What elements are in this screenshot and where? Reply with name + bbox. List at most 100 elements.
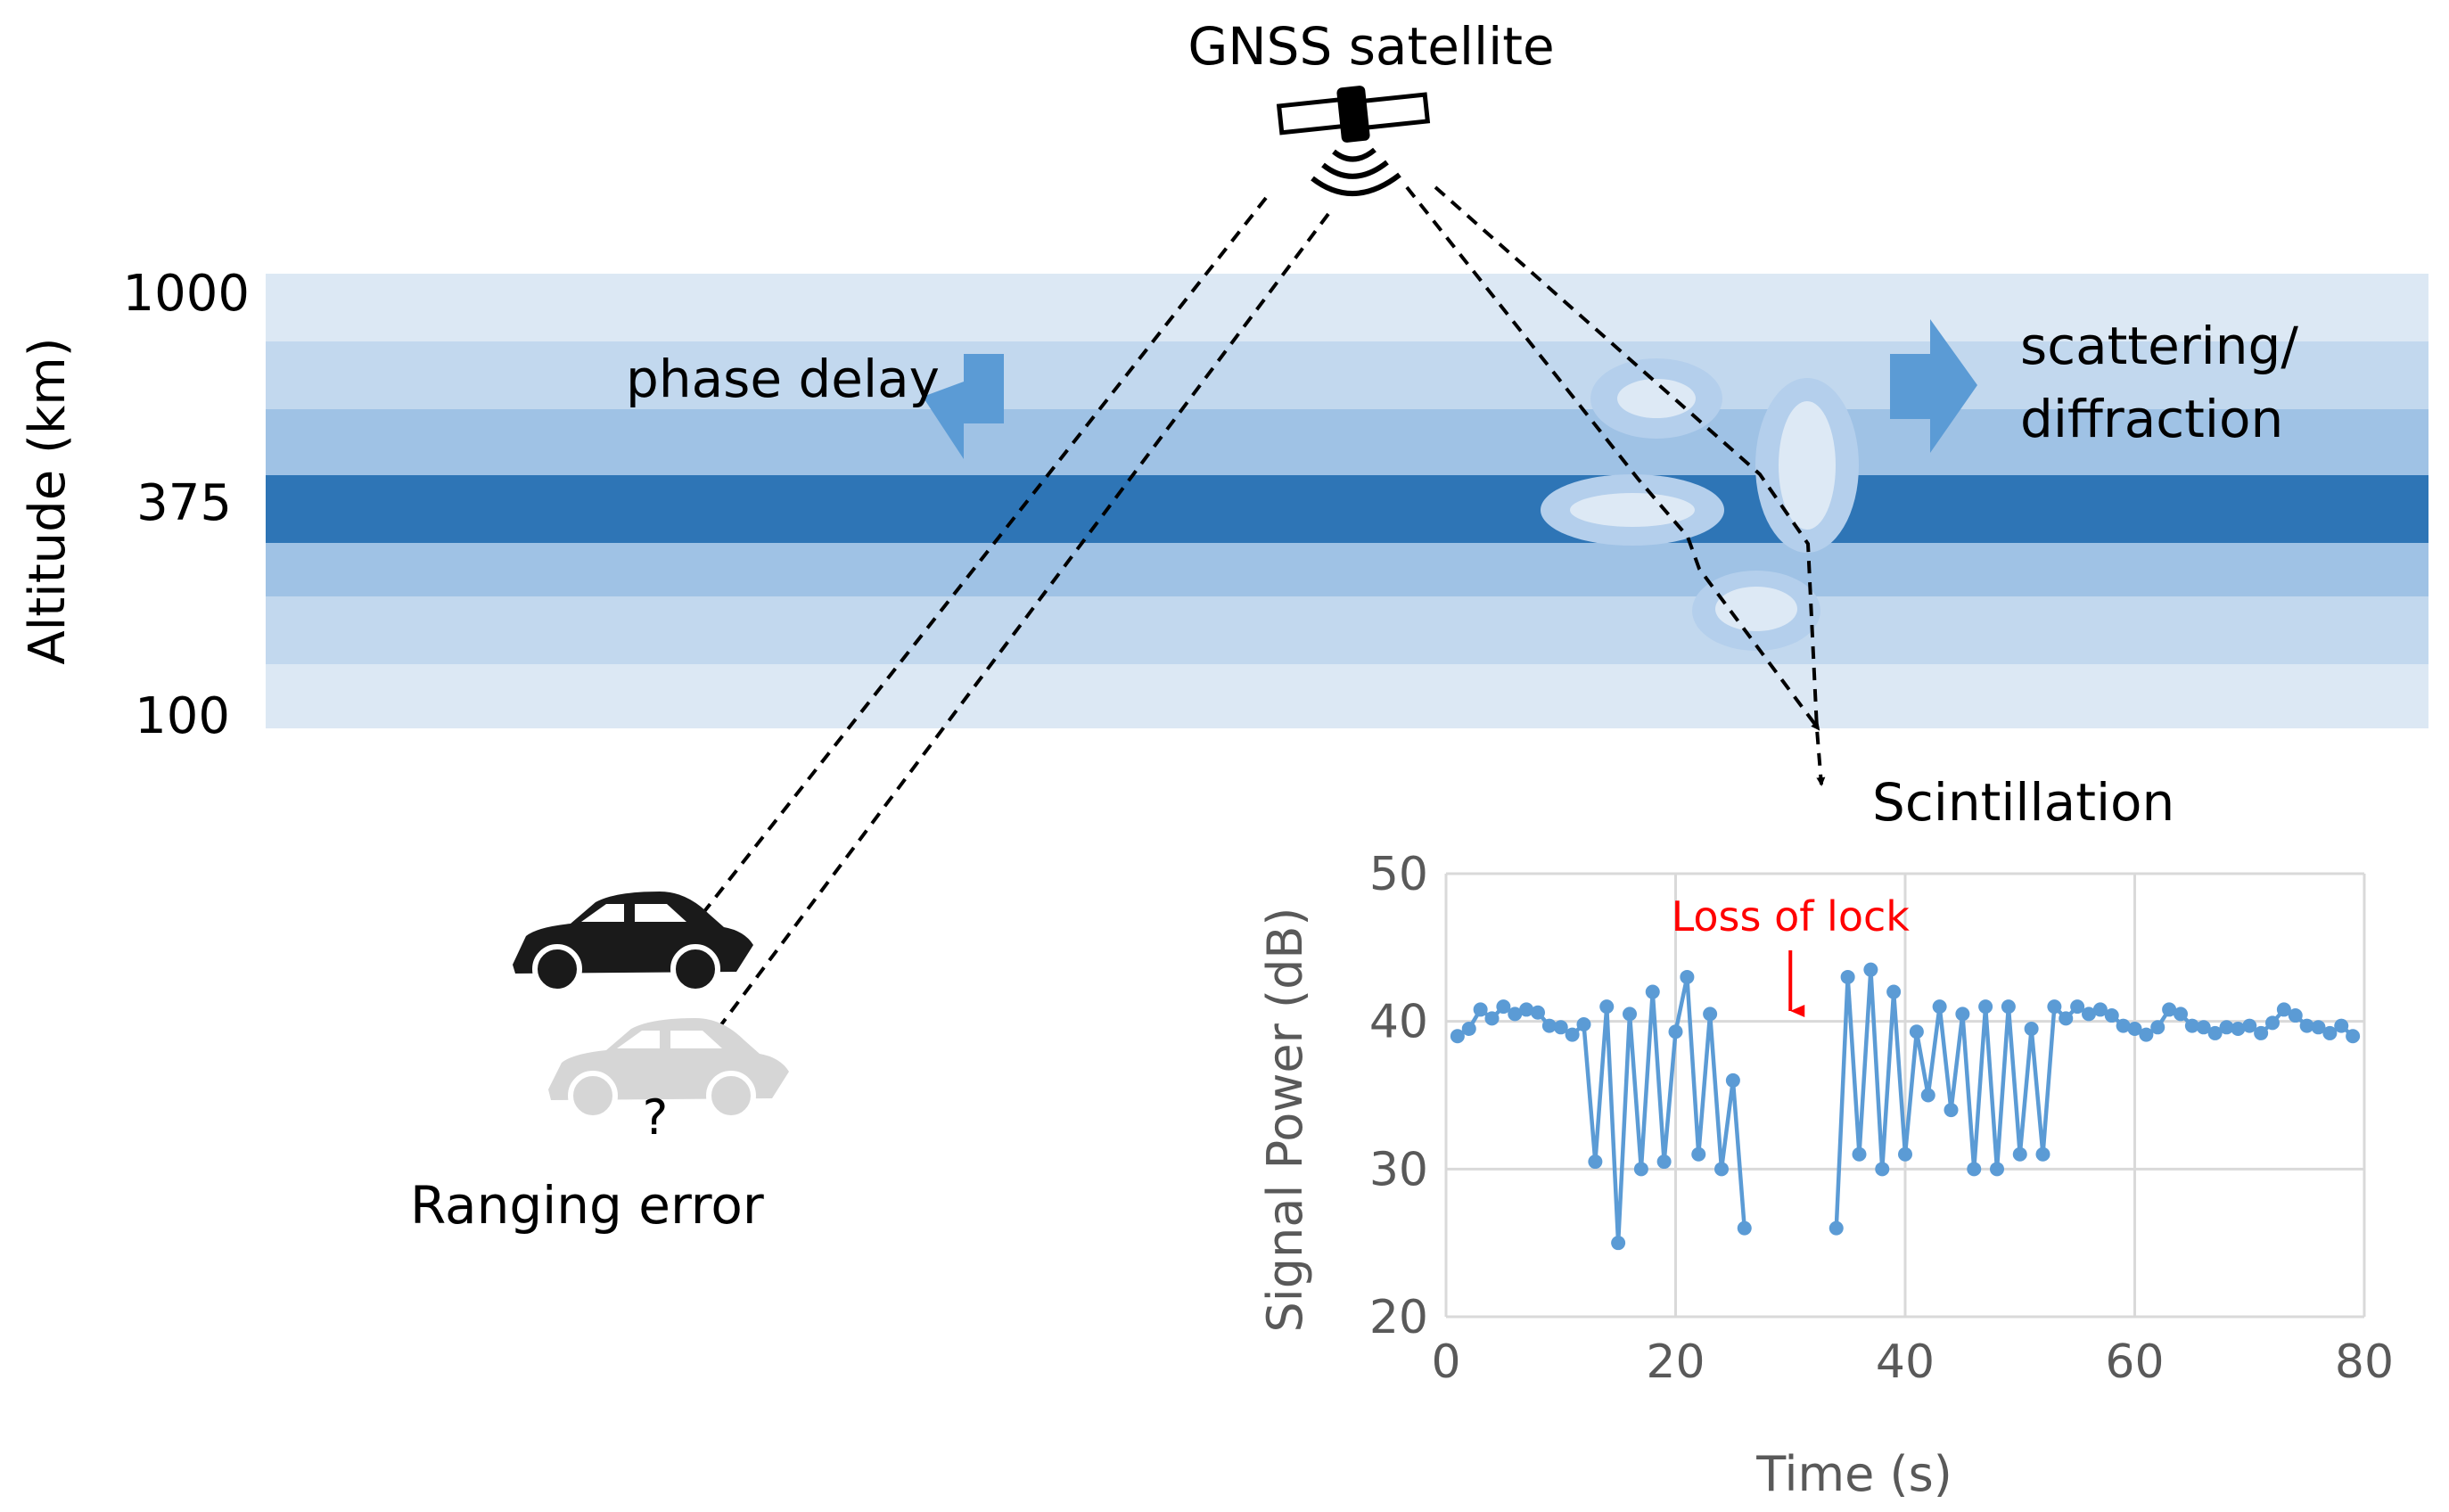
ionosphere-layers [266, 274, 2428, 728]
chart-data-point [1541, 1018, 1557, 1033]
chart-data-point [2127, 1021, 2142, 1036]
chart-data-point [2150, 1020, 2165, 1035]
chart-y-tick-label: 30 [1369, 1143, 1428, 1196]
layer-peak [266, 475, 2428, 543]
loss-of-lock-label: Loss of lock [1672, 892, 1911, 941]
chart-data-point [1875, 1162, 1890, 1177]
chart-data-point [2162, 1002, 2177, 1017]
altitude-axis-label: Altitude (km) [19, 337, 77, 664]
chart-data-point [2219, 1020, 2234, 1035]
layer-lower-mid [266, 543, 2428, 596]
chart-y-axis-label: Signal Power (dB) [1257, 908, 1313, 1333]
chart-data-point [2059, 1011, 2074, 1026]
diffraction-label: diffraction [2020, 389, 2283, 449]
chart-y-tick-label: 50 [1369, 848, 1428, 901]
scattering-label: scattering/ [2020, 316, 2298, 376]
irregularity-4-inner [1715, 587, 1797, 631]
chart-data-point [1623, 1007, 1637, 1022]
chart-data-point [1990, 1162, 2004, 1177]
chart-data-point [1668, 1024, 1683, 1040]
chart-y-tick-label: 20 [1369, 1291, 1428, 1344]
chart-data-point [1863, 962, 1878, 977]
chart-data-point [2254, 1025, 2269, 1040]
chart-series [1450, 962, 2361, 1251]
layer-upper [266, 341, 2428, 409]
chart-data-point [2082, 1007, 2096, 1022]
chart-data-point [2012, 1146, 2027, 1162]
phase-delay-label: phase delay [626, 349, 940, 409]
chart-data-point [2001, 999, 2016, 1015]
chart-data-point [2276, 1002, 2291, 1017]
chart-data-point [2265, 1015, 2280, 1031]
chart-data-point [1840, 969, 1855, 984]
chart-data-point [2047, 999, 2062, 1015]
chart-data-point [1978, 999, 1993, 1015]
chart-data-point [1909, 1024, 1924, 1040]
chart-data-point [2299, 1018, 2314, 1033]
chart-x-tick-label: 20 [1646, 1335, 1705, 1389]
chart-y-tick-label: 40 [1369, 996, 1428, 1049]
chart-data-point [1484, 1011, 1500, 1026]
altitude-tick-100: 100 [135, 687, 230, 745]
chart-data-point [2231, 1021, 2246, 1036]
chart-x-tick-label: 0 [1431, 1335, 1460, 1389]
chart-data-point [2207, 1025, 2223, 1040]
chart-data-point [1725, 1072, 1740, 1088]
chart-x-axis-label: Time (s) [1755, 1446, 1952, 1502]
chart-x-tick-label: 40 [1876, 1335, 1935, 1389]
car-true-position-icon [513, 892, 753, 994]
layer-lower [266, 596, 2428, 664]
chart-data-point [1473, 1002, 1488, 1017]
signal-wave-2 [1321, 160, 1389, 179]
chart-data-point [1553, 1020, 1568, 1035]
chart-data-point [1531, 1005, 1545, 1020]
chart-data-point [1932, 999, 1947, 1015]
chart-data-point [2070, 999, 2085, 1015]
chart-data-point [2139, 1027, 2154, 1042]
satellite-icon [1276, 86, 1431, 197]
chart-data-point [1691, 1146, 1706, 1162]
chart-data-point [1886, 984, 1902, 999]
chart-data-point [2024, 1021, 2039, 1036]
scattering-arrow [1890, 319, 1977, 453]
chart-data-point [2346, 1029, 2361, 1044]
chart-data-point [1645, 984, 1660, 999]
satellite-body [1336, 86, 1370, 143]
chart-data-point [1496, 999, 1511, 1015]
layer-upper-mid [266, 409, 2428, 475]
chart-data-point [2184, 1018, 2199, 1033]
chart-data-point [1599, 999, 1615, 1015]
chart-data-point [1703, 1007, 1718, 1022]
chart-data-point [1461, 1021, 1476, 1036]
chart-grid [1444, 872, 2366, 1319]
altitude-tick-375: 375 [136, 474, 232, 532]
layer-bottom [266, 664, 2428, 728]
chart-data-point [1737, 1220, 1752, 1236]
signal-wave-1 [1332, 147, 1377, 162]
chart-data-point [1588, 1155, 1603, 1170]
chart-x-tick-label: 60 [2105, 1335, 2164, 1389]
irregularity-3-inner [1570, 493, 1695, 527]
chart-data-point [2334, 1018, 2349, 1033]
chart-data-point [2104, 1008, 2119, 1023]
phase-delay-arrow [923, 354, 1004, 459]
position-question-mark: ? [643, 1089, 669, 1146]
chart-data-point [1967, 1162, 1982, 1177]
signal-wave-3 [1311, 172, 1401, 197]
chart-data-point [1508, 1007, 1523, 1022]
solar-panel-left [1276, 96, 1352, 136]
chart-data-point [1852, 1146, 1867, 1162]
irregularity-1-inner [1617, 379, 1696, 418]
chart-data-point [1955, 1007, 1970, 1022]
chart-data-point [1680, 969, 1695, 984]
chart-data-point [1656, 1155, 1672, 1170]
satellite-label: GNSS satellite [1188, 16, 1554, 77]
chart-data-point [1944, 1103, 1959, 1118]
chart-data-point [2311, 1020, 2326, 1035]
path-scattered-2 [1434, 185, 1826, 786]
chart-data-point [1829, 1220, 1844, 1236]
chart-data-point [1714, 1162, 1729, 1177]
scintillation-label: Scintillation [1872, 772, 2174, 833]
